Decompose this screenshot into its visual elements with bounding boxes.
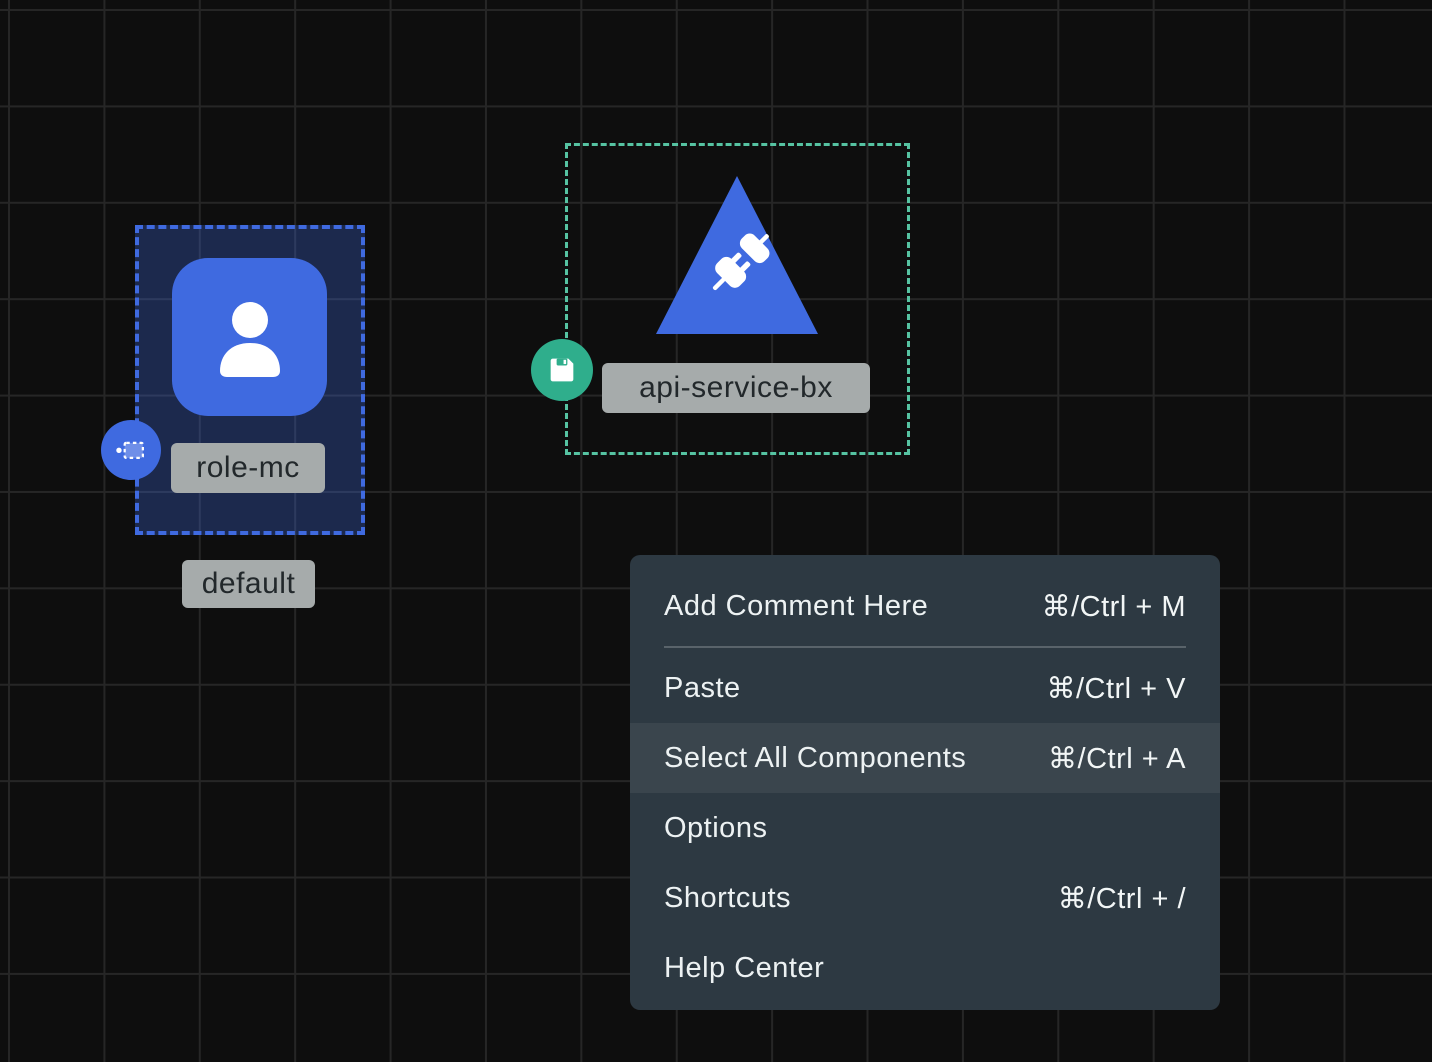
menu-item-paste[interactable]: Paste ⌘/Ctrl + V [630, 653, 1220, 723]
menu-item-shortcut: ⌘/Ctrl + A [1048, 742, 1186, 775]
node-role-mc-tile[interactable] [172, 258, 327, 416]
user-icon [219, 302, 280, 377]
menu-item-add-comment[interactable]: Add Comment Here ⌘/Ctrl + M [630, 571, 1220, 641]
node-api-service-shape[interactable] [654, 172, 820, 338]
selection-badge[interactable] [101, 420, 161, 480]
menu-item-shortcut: ⌘/Ctrl + / [1057, 882, 1186, 915]
context-menu: Add Comment Here ⌘/Ctrl + M Paste ⌘/Ctrl… [630, 555, 1220, 1010]
node-api-service-selection[interactable] [565, 143, 910, 455]
menu-item-label: Help Center [664, 951, 825, 984]
menu-item-label: Options [664, 811, 768, 844]
menu-item-help-center[interactable]: Help Center [630, 933, 1220, 1003]
menu-item-options[interactable]: Options [630, 793, 1220, 863]
menu-item-shortcut: ⌘/Ctrl + V [1046, 672, 1186, 705]
node-sublabel-default: default [182, 560, 315, 608]
node-label-role-mc: role-mc [171, 443, 325, 493]
menu-divider [664, 646, 1186, 648]
menu-item-label: Paste [664, 671, 741, 704]
node-label-api-service-bx: api-service-bx [602, 363, 870, 413]
save-badge[interactable] [531, 339, 593, 401]
menu-item-label: Select All Components [664, 741, 967, 774]
plug-icon [712, 233, 770, 291]
menu-item-shortcuts[interactable]: Shortcuts ⌘/Ctrl + / [630, 863, 1220, 933]
menu-item-label: Shortcuts [664, 881, 791, 914]
menu-item-label: Add Comment Here [664, 589, 929, 622]
save-icon [550, 358, 574, 382]
menu-item-shortcut: ⌘/Ctrl + M [1041, 590, 1186, 623]
marquee-selection-icon [116, 441, 144, 460]
menu-item-select-all-components[interactable]: Select All Components ⌘/Ctrl + A [630, 723, 1220, 793]
